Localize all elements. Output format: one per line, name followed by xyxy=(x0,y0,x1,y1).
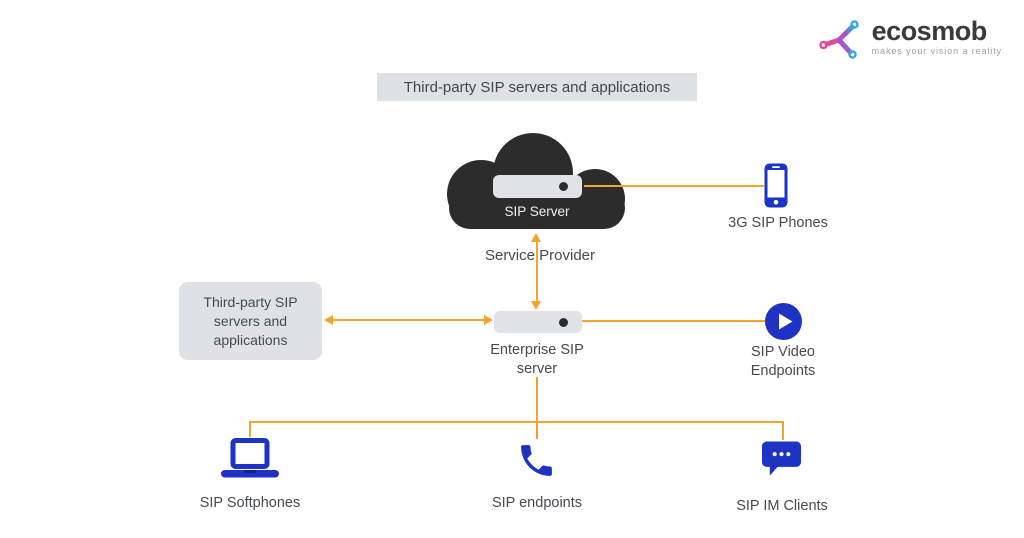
connector-thirdparty-enterprise xyxy=(332,319,484,321)
third-party-box: Third-party SIP servers and applications xyxy=(179,282,322,360)
connector-cloud-enterprise xyxy=(536,241,538,302)
server-led-dot xyxy=(559,182,568,191)
branch-drop-im-clients xyxy=(782,421,784,440)
laptop-icon xyxy=(221,438,279,484)
phones-3g-label: 3G SIP Phones xyxy=(728,215,828,231)
arrowhead-down-icon xyxy=(531,301,541,310)
ecosmob-logo: ecosmob makes your vision a reality xyxy=(818,16,1002,66)
enterprise-server-label: Enterprise SIP server xyxy=(467,341,607,378)
connector-enterprise-branch xyxy=(536,377,538,422)
third-party-line3: applications xyxy=(213,331,288,348)
branch-horizontal-line xyxy=(249,421,784,423)
brand-name: ecosmob xyxy=(871,16,988,46)
sip-server-label: SIP Server xyxy=(504,204,570,219)
chat-bubble-icon xyxy=(761,440,802,485)
im-clients-label: SIP IM Clients xyxy=(736,498,828,514)
banner-text: Third-party SIP servers and applications xyxy=(403,78,671,96)
connector-cloud-3g-phones xyxy=(584,185,764,187)
third-party-line2: servers and xyxy=(213,312,288,329)
third-party-line1: Third-party SIP xyxy=(203,293,298,310)
arrowhead-left-icon xyxy=(324,315,333,325)
video-label-line1: SIP Video xyxy=(751,344,815,360)
smartphone-icon xyxy=(764,163,788,213)
branch-drop-softphones xyxy=(249,421,251,437)
arrowhead-up-icon xyxy=(531,233,541,242)
enterprise-label-line2: server xyxy=(516,360,558,377)
branch-drop-endpoints xyxy=(536,421,538,439)
sip-server-bar xyxy=(493,175,582,198)
banner-third-party: Third-party SIP servers and applications xyxy=(377,73,697,101)
video-label-line2: Endpoints xyxy=(750,362,816,379)
connector-enterprise-video xyxy=(582,320,765,322)
enterprise-server-bar xyxy=(494,311,582,333)
enterprise-led-dot xyxy=(559,317,568,327)
video-endpoints-label: SIP Video Endpoints xyxy=(713,343,853,380)
ecosmob-logo-icon xyxy=(818,18,866,66)
brand-tagline: makes your vision a reality xyxy=(871,46,1002,56)
phone-handset-icon xyxy=(516,440,557,486)
video-play-icon xyxy=(765,303,802,345)
service-provider-label: Service Provider xyxy=(484,247,596,264)
arrowhead-right-icon xyxy=(484,315,493,325)
softphones-label: SIP Softphones xyxy=(199,495,301,511)
endpoints-label: SIP endpoints xyxy=(491,495,583,511)
enterprise-label-line1: Enterprise SIP xyxy=(490,342,584,358)
